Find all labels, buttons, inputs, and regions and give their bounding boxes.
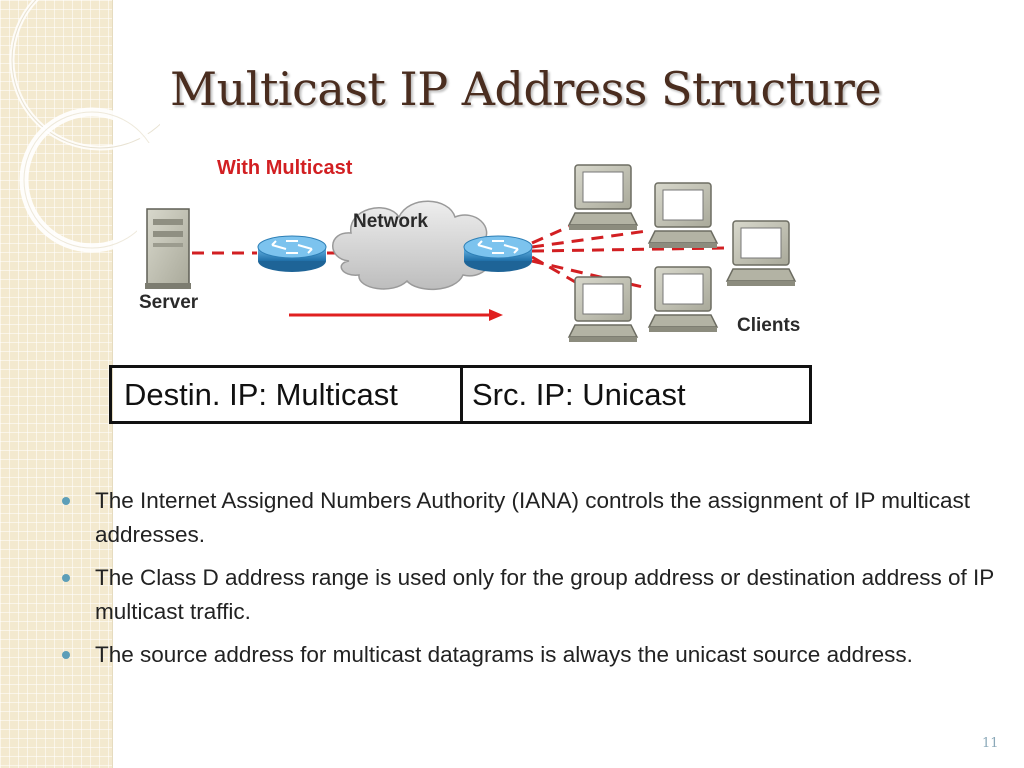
ip-header-table: Destin. IP: Multicast Src. IP: Unicast [109,365,812,424]
slide-title: Multicast IP Address Structure [170,62,882,116]
bullet-dot-icon [62,574,70,582]
diagram-heading: With Multicast [217,157,353,179]
client-computer-icon [568,164,638,231]
bullet-item: The Internet Assigned Numbers Authority … [60,484,1000,552]
source-ip-cell: Src. IP: Unicast [460,365,812,424]
client-computer-icon [568,276,638,343]
network-label: Network [353,211,428,232]
router-icon [463,235,533,273]
bullet-text: The Internet Assigned Numbers Authority … [95,488,970,547]
router-icon [257,235,327,273]
decorative-circles [9,0,160,253]
bullet-item: The source address for multicast datagra… [60,638,1000,672]
server-label: Server [139,292,199,313]
clients-label: Clients [737,315,801,336]
page-number: 11 [982,736,999,751]
client-computer-icon [726,220,796,287]
bullet-text: The source address for multicast datagra… [95,642,913,667]
bullet-item: The Class D address range is used only f… [60,561,1000,629]
client-computer-icon [648,266,718,333]
client-computer-icon [648,182,718,249]
decorative-side-strip [0,0,113,768]
direction-arrow-icon [289,309,503,321]
bullet-text: The Class D address range is used only f… [95,565,994,624]
server-icon [145,208,191,289]
multicast-diagram: With Multicast Network Server Clients [137,143,827,349]
destination-ip-cell: Destin. IP: Multicast [109,365,463,424]
bullet-list: The Internet Assigned Numbers Authority … [60,484,1000,681]
bullet-dot-icon [62,497,70,505]
bullet-dot-icon [62,651,70,659]
